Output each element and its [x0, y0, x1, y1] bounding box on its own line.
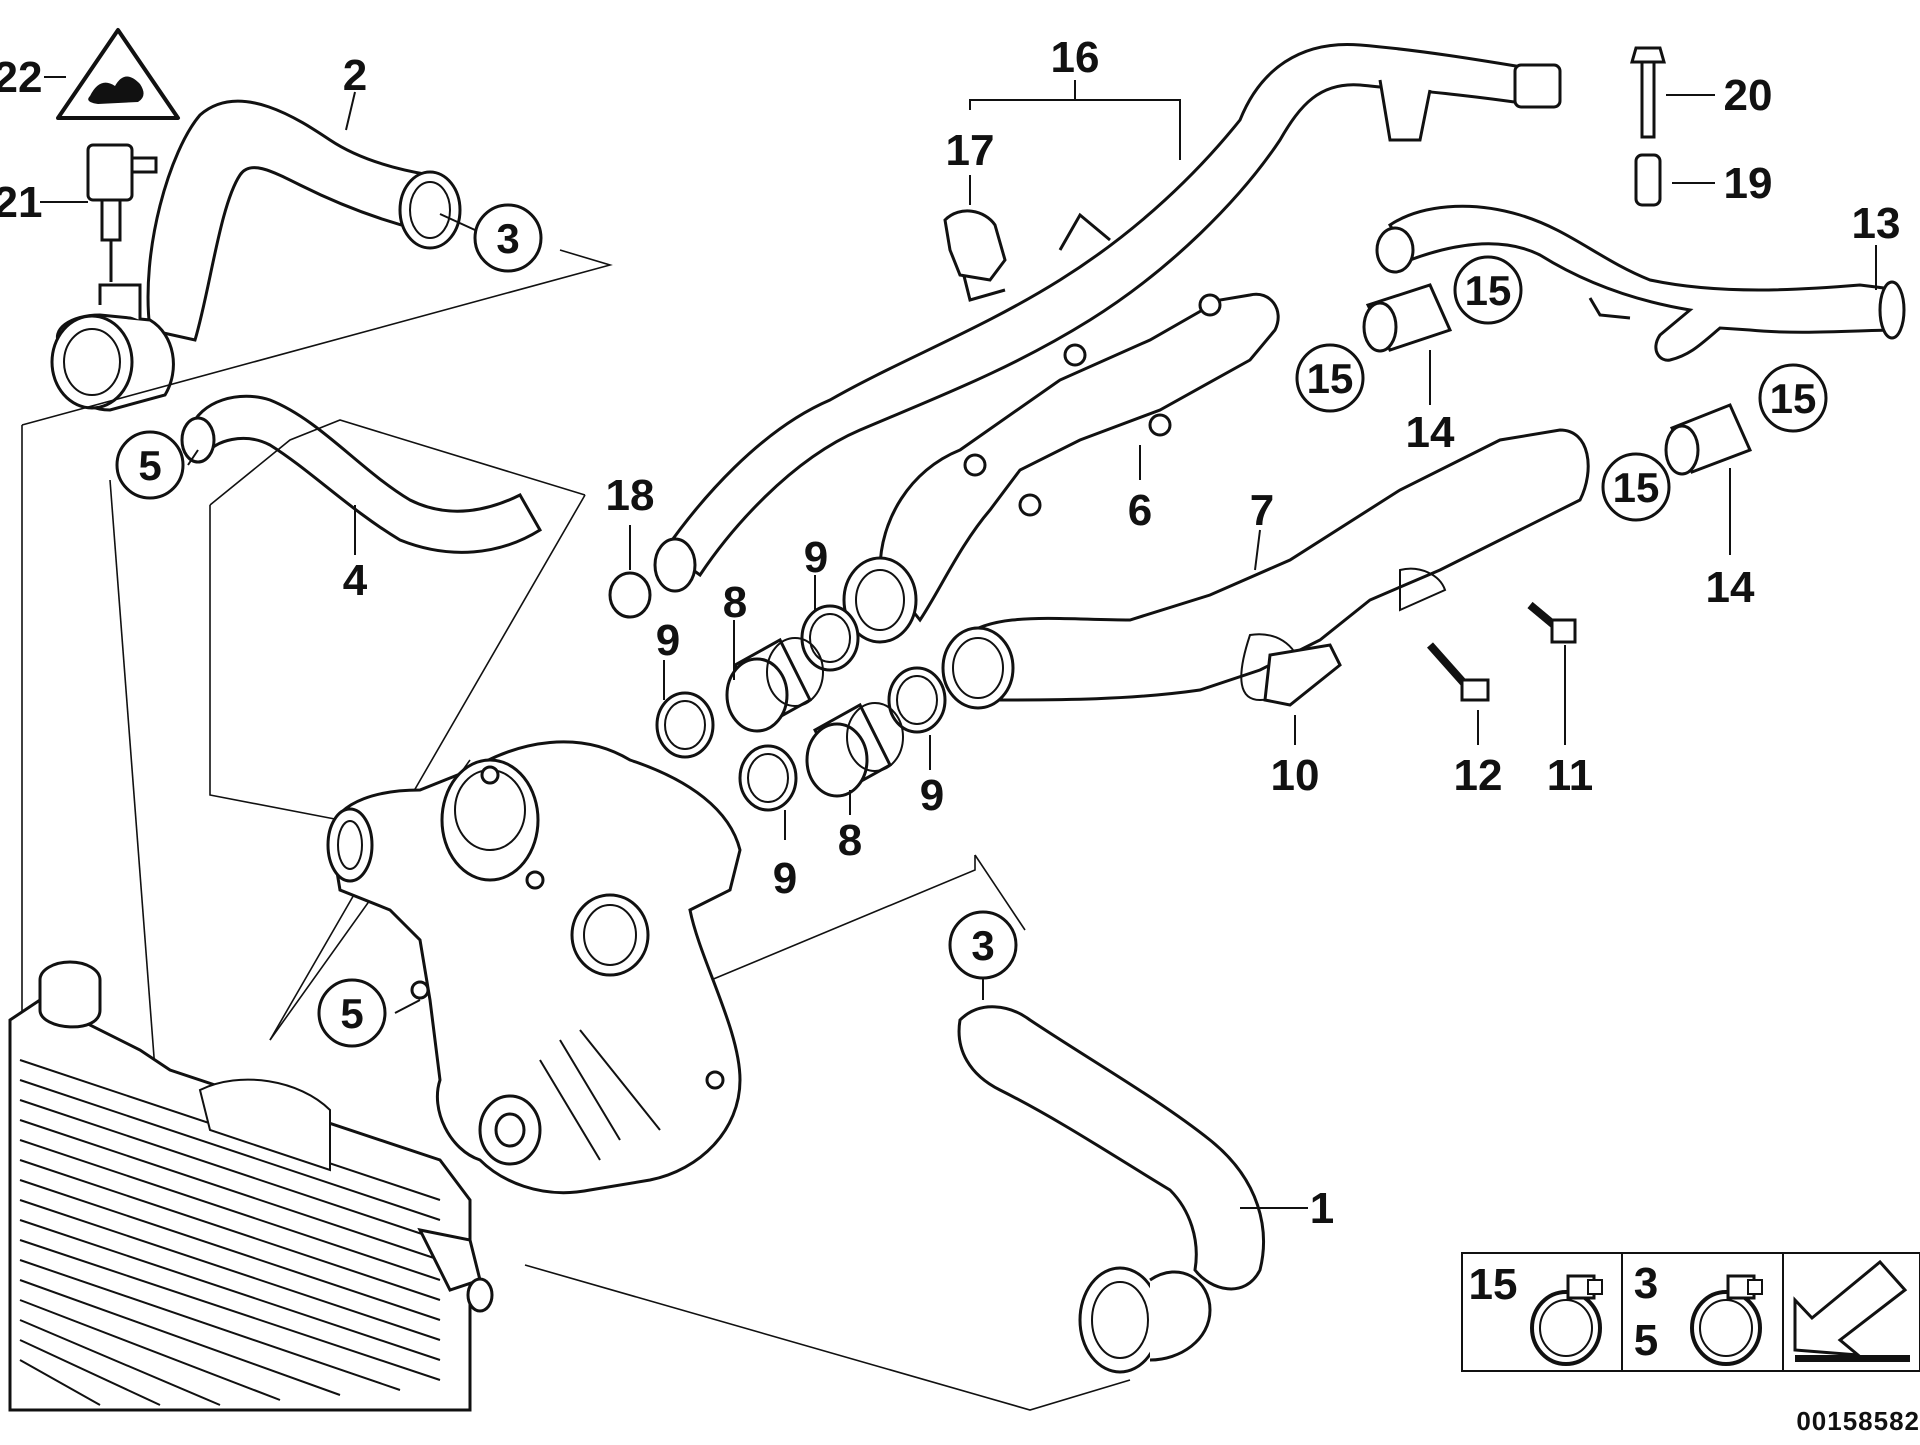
circled-callout-15b: 15 [1295, 343, 1365, 413]
o-ring-9-b [800, 604, 860, 672]
callout-19: 19 [1724, 159, 1773, 208]
water-pump [326, 740, 742, 1195]
callout-2: 2 [343, 51, 367, 100]
callout-20: 20 [1724, 71, 1773, 120]
svg-text:15: 15 [1465, 267, 1512, 314]
svg-text:3: 3 [496, 215, 519, 262]
warning-triangle-icon [56, 28, 180, 120]
o-ring-9-a [655, 691, 715, 759]
pipe-16 [653, 42, 1562, 593]
radiator [8, 960, 494, 1412]
sleeve-8-a [725, 637, 824, 733]
temperature-sensor [86, 143, 158, 282]
leader-7 [1254, 529, 1261, 571]
callout-16: 16 [1051, 33, 1100, 82]
legend-number-5: 5 [1634, 1316, 1658, 1365]
svg-text:15: 15 [1307, 355, 1354, 402]
diagram-code: 00158582 [1796, 1406, 1920, 1436]
callout-4: 4 [343, 556, 368, 605]
legend-number-15: 15 [1469, 1260, 1518, 1309]
circled-callout-15c: 15 [1758, 363, 1828, 433]
bolt-20 [1630, 46, 1666, 139]
callout-9d: 9 [773, 854, 797, 903]
leader-16a [969, 99, 1181, 160]
legend-number-3: 3 [1634, 1259, 1658, 1308]
legend-box: 15 3 5 [1461, 1252, 1920, 1372]
circled-callout-5a: 5 [115, 430, 185, 500]
seal-ring-18 [608, 571, 652, 619]
svg-text:15: 15 [1770, 375, 1817, 422]
direction-arrow-icon [1793, 1259, 1910, 1362]
callout-21: 21 [0, 178, 42, 227]
svg-text:3: 3 [971, 922, 994, 969]
callout-14a: 14 [1406, 408, 1455, 457]
callout-14b: 14 [1706, 563, 1755, 612]
svg-text:15: 15 [1613, 464, 1660, 511]
callout-12: 12 [1454, 751, 1503, 800]
circled-callout-3b: 3 [948, 910, 1018, 980]
circled-callout-15a: 15 [1453, 255, 1523, 325]
callout-17: 17 [946, 126, 995, 175]
callout-18: 18 [606, 471, 655, 520]
callout-22: 22 [0, 53, 42, 102]
svg-text:5: 5 [340, 990, 363, 1037]
coolant-pipe-6 [842, 292, 1280, 644]
leader-3a [439, 213, 476, 231]
hose-clamp-icon [1530, 1274, 1603, 1366]
hose-14-b [1664, 403, 1753, 476]
svg-text:5: 5 [138, 442, 161, 489]
callout-8a: 8 [723, 578, 747, 627]
clip-17 [943, 209, 1007, 282]
leader-5a [187, 449, 199, 466]
leader-2 [345, 91, 356, 131]
circled-callout-3a: 3 [473, 203, 543, 273]
callout-13: 13 [1852, 199, 1901, 248]
circled-callout-15d: 15 [1601, 452, 1671, 522]
callout-9b: 9 [804, 533, 828, 582]
hose-2 [146, 99, 462, 342]
gasket-10 [1263, 643, 1342, 707]
callout-7: 7 [1250, 486, 1274, 535]
hose-1 [957, 1005, 1265, 1374]
pipe-13 [1375, 204, 1906, 362]
o-ring-9-d [738, 744, 798, 812]
hose-clamp-icon [1690, 1274, 1763, 1366]
thermostat-housing [50, 283, 175, 412]
leader-5b [394, 999, 421, 1014]
callout-6: 6 [1128, 486, 1152, 535]
callout-9a: 9 [656, 616, 680, 665]
hose-14-a [1362, 283, 1453, 353]
callout-11: 11 [1547, 751, 1594, 800]
sleeve-19 [1634, 153, 1662, 207]
hose-4 [180, 394, 543, 554]
circled-callout-5b: 5 [317, 978, 387, 1048]
bolt-11 [1527, 601, 1577, 644]
callout-9c: 9 [920, 771, 944, 820]
callout-8b: 8 [838, 816, 862, 865]
coolant-pipe-7 [941, 428, 1590, 710]
bolt-12 [1427, 642, 1490, 702]
callout-1: 1 [1310, 1184, 1334, 1233]
callout-10: 10 [1271, 751, 1320, 800]
o-ring-9-c [887, 666, 947, 734]
sleeve-8-b [805, 702, 904, 798]
